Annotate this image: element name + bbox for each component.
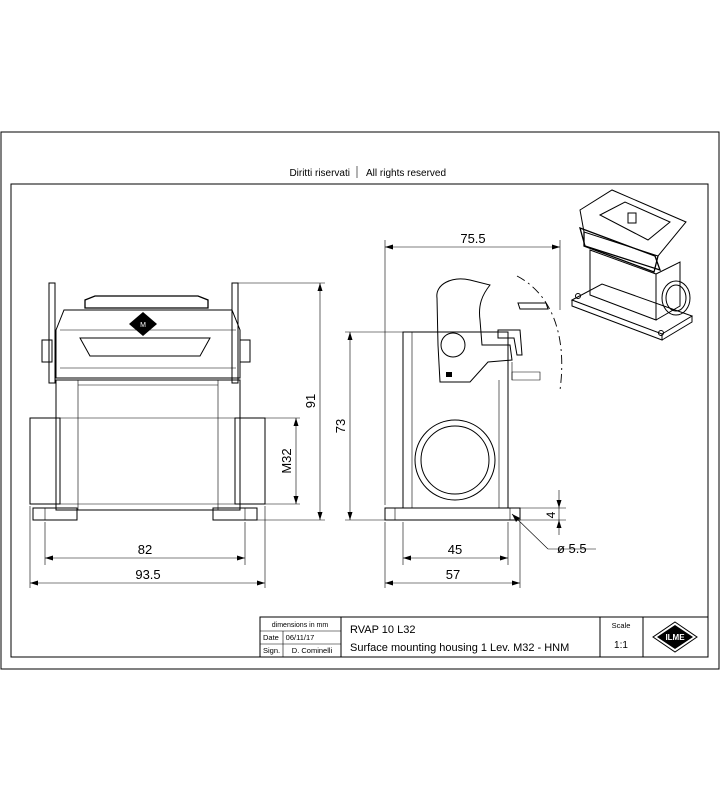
title-block: dimensions in mm Date 06/11/17 Sign. D. … bbox=[259, 616, 709, 658]
units-note: dimensions in mm bbox=[272, 622, 329, 629]
dim-front-93-5: 93.5 bbox=[135, 567, 160, 582]
sign-value: D. Cominelli bbox=[292, 646, 333, 655]
front-view: M bbox=[29, 282, 266, 521]
side-cable-entry bbox=[414, 419, 496, 501]
side-view bbox=[384, 275, 563, 521]
side-dimensions: 75.5 73 45 57 4 ø 5.5 bbox=[333, 231, 596, 588]
front-housing-body bbox=[55, 379, 241, 511]
rights-reserved-italian: Diritti riservati bbox=[289, 168, 350, 179]
part-code: RVAP 10 L32 bbox=[350, 624, 415, 636]
dim-side-75-5: 75.5 bbox=[460, 231, 485, 246]
side-locking-lever bbox=[436, 278, 513, 383]
side-housing-body bbox=[402, 331, 509, 509]
side-lever-pivot bbox=[440, 332, 466, 358]
front-foot-left bbox=[32, 507, 78, 521]
dim-height-73: 73 bbox=[333, 419, 348, 433]
sheet-outer-border bbox=[0, 131, 720, 670]
front-foot-right bbox=[212, 507, 258, 521]
front-gland-left bbox=[29, 417, 61, 505]
scale-label: Scale bbox=[612, 621, 631, 630]
dim-side-57: 57 bbox=[446, 567, 460, 582]
front-cover bbox=[55, 309, 241, 379]
date-label: Date bbox=[263, 633, 279, 642]
dim-side-45: 45 bbox=[448, 542, 462, 557]
front-body-inner bbox=[77, 379, 219, 511]
sign-label: Sign. bbox=[263, 646, 280, 655]
front-clip-left bbox=[41, 339, 53, 363]
front-dimensions: 82 93.5 M32 91 bbox=[29, 282, 325, 588]
ilme-logo-text: ILME bbox=[665, 633, 685, 642]
side-base-flange bbox=[384, 507, 521, 521]
dim-front-82: 82 bbox=[138, 542, 152, 557]
part-description: Surface mounting housing 1 Lev. M32 - HN… bbox=[350, 642, 569, 654]
date-value: 06/11/17 bbox=[286, 633, 315, 642]
iso-lever bbox=[579, 226, 662, 272]
front-logo-icon: M bbox=[129, 312, 157, 336]
front-lever-post-left bbox=[48, 282, 56, 384]
front-lever-post-right bbox=[231, 282, 239, 384]
side-lever-swing-arc bbox=[516, 275, 563, 391]
iso-cover bbox=[579, 189, 687, 257]
scale-value: 1:1 bbox=[614, 640, 628, 651]
rights-reserved-english: All rights reserved bbox=[366, 168, 446, 179]
ilme-logo-icon: ILME bbox=[652, 621, 698, 653]
dim-thread-m32: M32 bbox=[279, 448, 294, 473]
front-clip-right bbox=[239, 339, 251, 363]
isometric-view bbox=[570, 189, 694, 341]
front-gland-right bbox=[234, 417, 266, 505]
svg-text:M: M bbox=[140, 322, 146, 329]
dim-height-91: 91 bbox=[303, 394, 318, 408]
dim-hole-5-5: ø 5.5 bbox=[557, 541, 587, 556]
iso-cable-entry bbox=[661, 280, 691, 316]
dim-flange-4: 4 bbox=[544, 511, 558, 518]
